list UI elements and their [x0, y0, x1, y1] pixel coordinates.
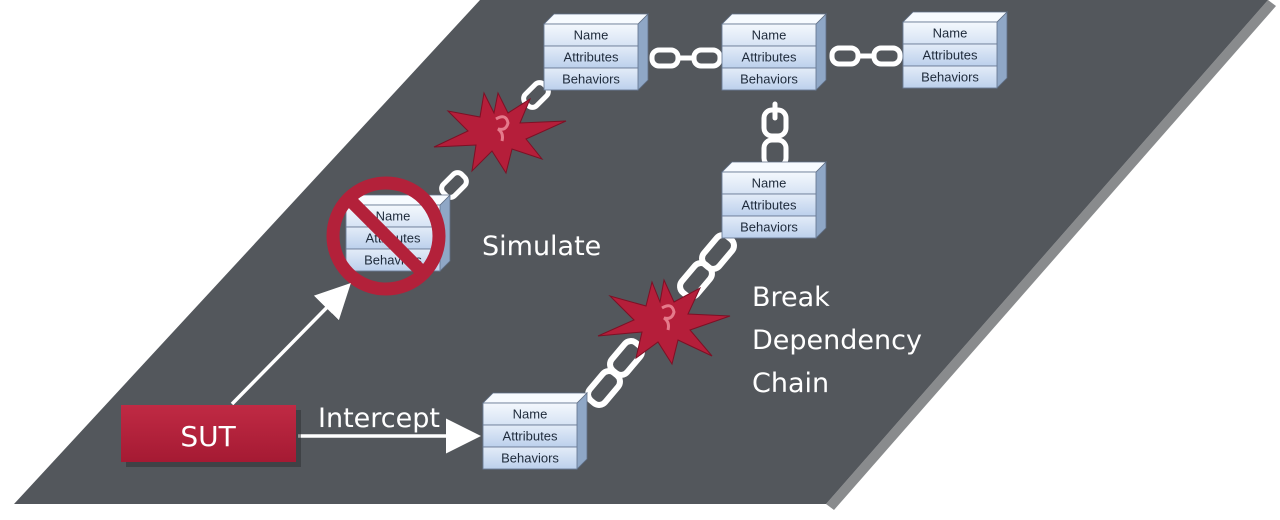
burst-icon-upper	[433, 91, 567, 175]
object-row-label-name: Name	[752, 28, 787, 43]
object-side-face	[815, 13, 827, 91]
burst-icon-lower	[597, 278, 731, 366]
object-top-face	[902, 11, 1008, 23]
object-row-label-name: Name	[933, 26, 968, 41]
object-row-behaviors	[721, 67, 817, 91]
chain-top-right	[829, 45, 903, 67]
object-row-label-behaviors: Behaviors	[740, 220, 798, 235]
sut-label: SUT	[180, 420, 236, 453]
object-row-label-behaviors: Behaviors	[740, 72, 798, 87]
break-label-line-1: Break	[752, 282, 830, 313]
object-row-behaviors	[721, 215, 817, 239]
object-row-label-attributes: Attributes	[742, 50, 797, 65]
object-row-label-behaviors: Behaviors	[501, 451, 559, 466]
intercept-label: Intercept	[318, 403, 440, 434]
chain-top-left	[649, 47, 723, 69]
object-row-behaviors	[543, 67, 639, 91]
object-top-face	[543, 13, 649, 25]
plane-background	[14, 0, 1268, 504]
object-side-face	[576, 392, 588, 470]
object-row-label-behaviors: Behaviors	[921, 70, 979, 85]
object-row-label-name: Name	[376, 209, 411, 224]
object-row-label-attributes: Attributes	[742, 198, 797, 213]
object-row-label-name: Name	[574, 28, 609, 43]
sut-box: SUT	[121, 405, 301, 467]
object-top-face	[721, 13, 827, 25]
break-label-line-3: Chain	[752, 368, 829, 399]
simulate-label: Simulate	[482, 231, 601, 262]
prohibit-icon	[326, 176, 446, 296]
object-row-behaviors	[902, 65, 998, 89]
object-row-label-name: Name	[513, 407, 548, 422]
object-side-face	[996, 11, 1008, 89]
object-row-label-attributes: Attributes	[564, 50, 619, 65]
object-row-label-name: Name	[752, 176, 787, 191]
object-top-face	[482, 392, 588, 404]
object-row-label-behaviors: Behaviors	[562, 72, 620, 87]
chain-links	[439, 45, 903, 408]
object-side-face	[815, 161, 827, 239]
object-row-label-attributes: Attributes	[923, 48, 978, 63]
simulate-arrow	[230, 283, 351, 406]
object-top-face	[721, 161, 827, 173]
object-row-label-attributes: Attributes	[503, 429, 558, 444]
object-side-face	[637, 13, 649, 91]
plane-edge-shadow	[826, 0, 1276, 510]
break-label-line-2: Dependency	[752, 325, 922, 356]
object-row-behaviors	[482, 446, 578, 470]
